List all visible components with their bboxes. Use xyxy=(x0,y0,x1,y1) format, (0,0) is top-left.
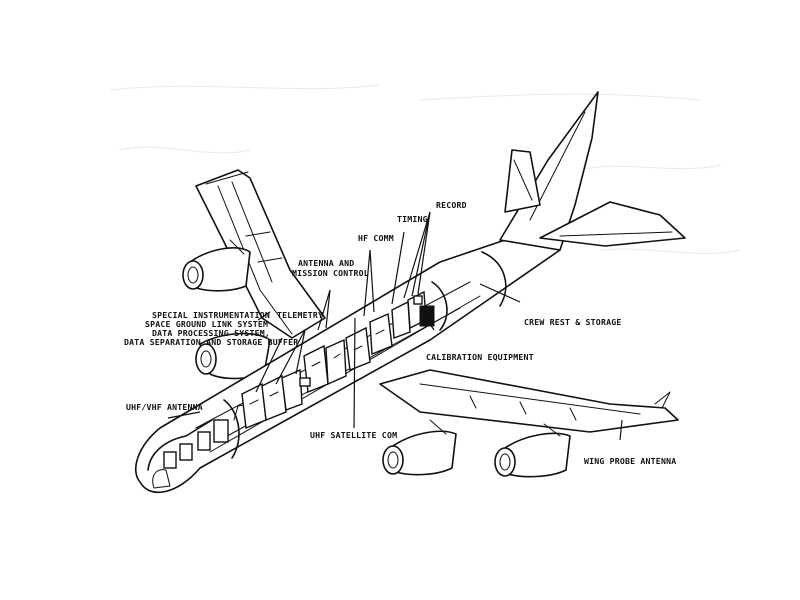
label-crew-rest: CREW REST & STORAGE xyxy=(524,317,621,327)
label-uhf-satellite: UHF SATELLITE COM xyxy=(310,430,397,440)
right-engine-outboard xyxy=(494,423,571,478)
label-timing: TIMING xyxy=(397,214,428,224)
label-special-2: SPACE GROUND LINK SYSTEM xyxy=(145,319,268,329)
horizontal-stabilizer-left xyxy=(504,149,541,213)
label-calibration: CALIBRATION EQUIPMENT xyxy=(426,352,534,362)
label-antenna-mission-2: MISSION CONTROL xyxy=(292,268,369,278)
label-special-4: DATA SEPARATION AND STORAGE BUFFER xyxy=(124,337,298,347)
label-wing-probe: WING PROBE ANTENNA xyxy=(584,456,676,466)
horizontal-stabilizer-right xyxy=(539,201,686,247)
right-engine-inboard xyxy=(382,419,457,476)
label-telemetry: TELEMETRY xyxy=(277,310,323,320)
cockpit-section xyxy=(147,403,251,489)
label-antenna-mission-1: ANTENNA AND xyxy=(298,258,354,268)
label-special-3: DATA PROCESSING SYSTEM, xyxy=(152,328,270,338)
equipment-racks xyxy=(241,290,435,429)
left-engine-upper xyxy=(182,239,251,292)
leader-lines xyxy=(167,211,623,441)
right-wing xyxy=(379,369,679,433)
label-uhf-vhf: UHF/VHF ANTENNA xyxy=(126,402,203,412)
label-special-1: SPECIAL INSTRUMENTATION xyxy=(152,310,270,320)
background-ghost-marks xyxy=(109,84,741,255)
left-engine-lower xyxy=(195,332,271,380)
labels: RECORD TIMING HF COMM ANTENNA AND MISSIO… xyxy=(124,200,676,466)
label-record: RECORD xyxy=(436,200,467,210)
label-hf-comm: HF COMM xyxy=(358,233,394,243)
